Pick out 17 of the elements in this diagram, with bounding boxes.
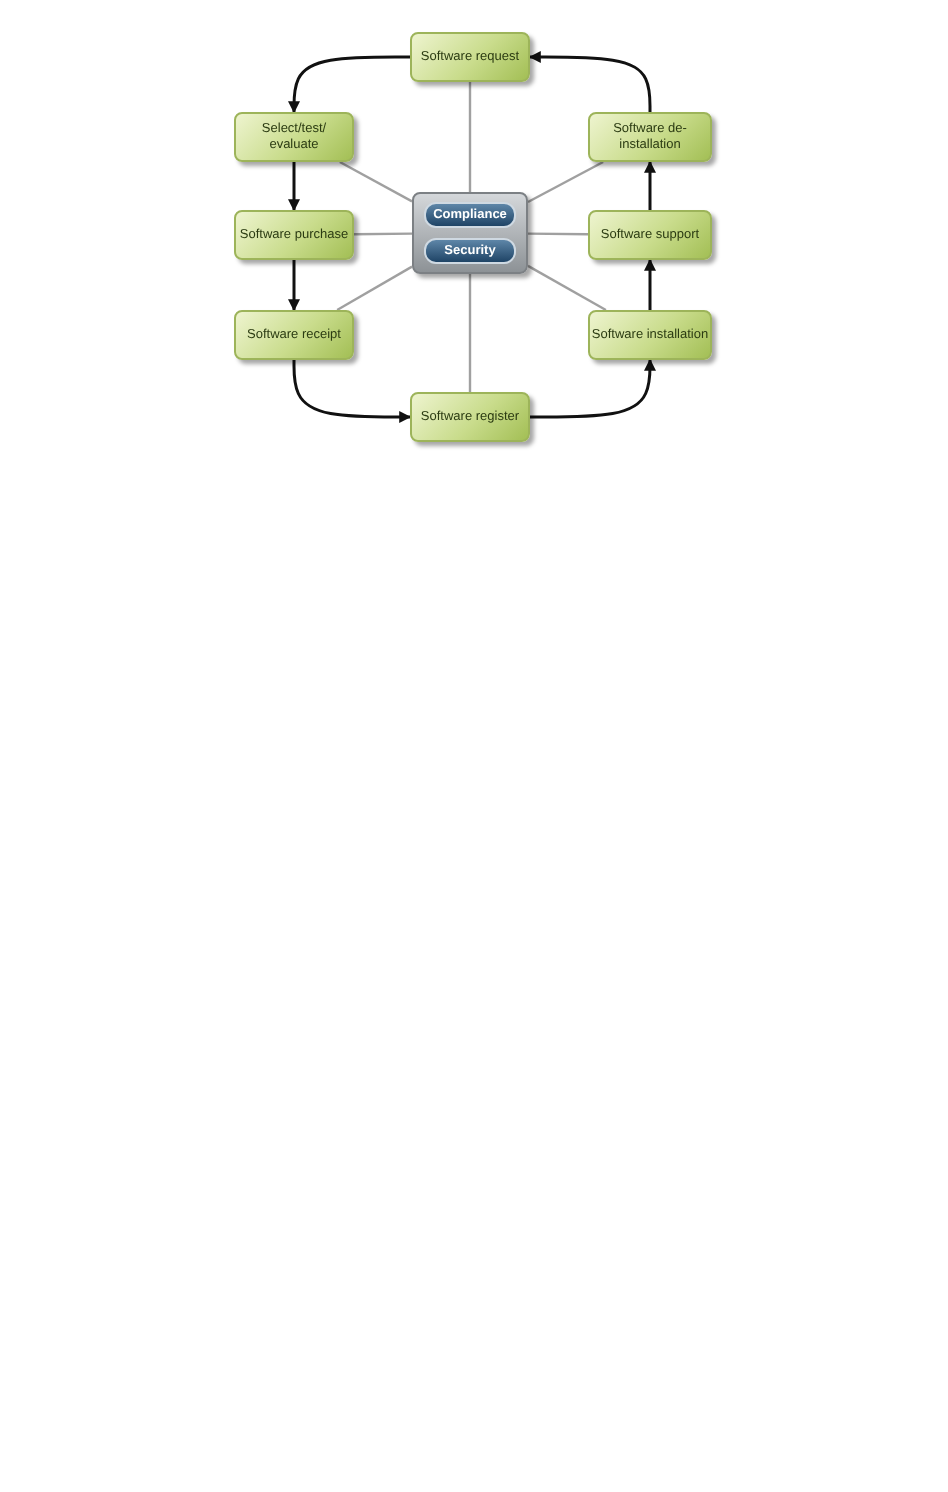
connector-line: [528, 232, 588, 236]
arrow: [288, 260, 300, 312]
arrow: [644, 160, 656, 210]
arrow: [288, 55, 410, 114]
hub-box: [412, 192, 528, 274]
connector-line: [468, 274, 472, 392]
arrow: [288, 162, 300, 212]
arrow: [530, 358, 656, 419]
arrow: [528, 51, 652, 112]
connector-line: [527, 160, 604, 204]
arrow: [644, 258, 656, 310]
arrow: [292, 360, 412, 423]
connector-line: [339, 160, 413, 203]
connector-line: [336, 265, 413, 312]
connector-line: [468, 82, 472, 192]
connector-line: [354, 232, 412, 236]
connector-line: [527, 264, 607, 312]
